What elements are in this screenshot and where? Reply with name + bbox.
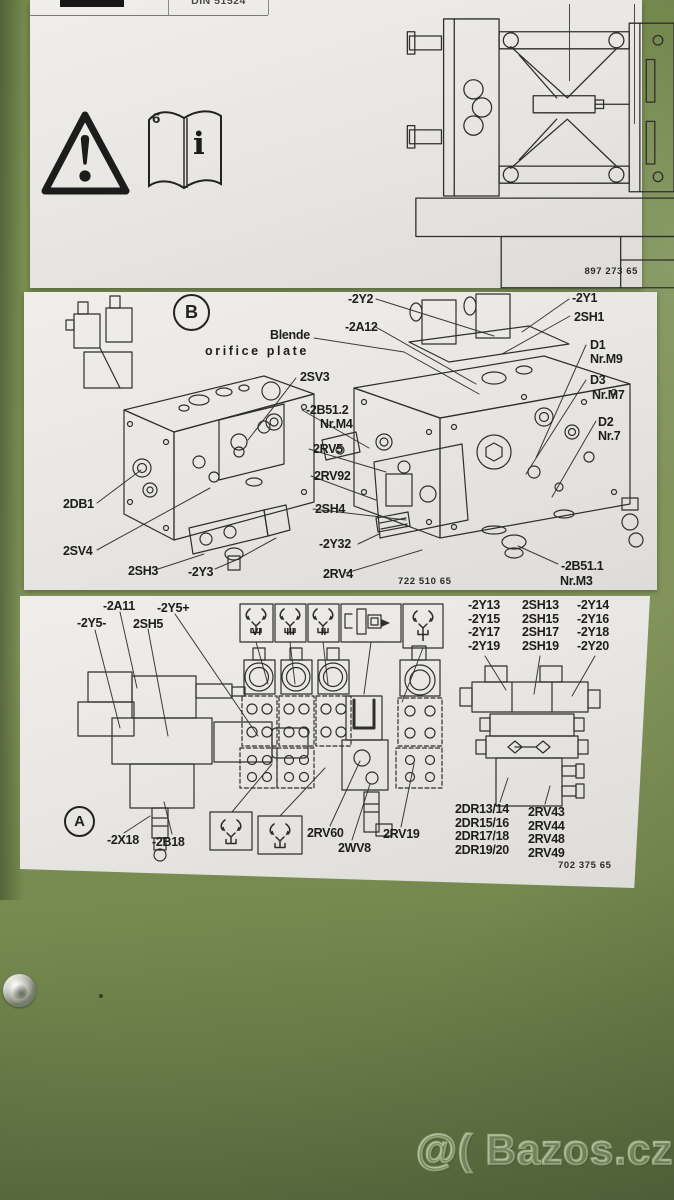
grid-label: 2RV43 <box>528 805 565 819</box>
left-valve-block <box>65 295 315 571</box>
callout-2b51-2: -2B51.2 <box>306 403 349 417</box>
grid-label: 2RV49 <box>528 845 565 860</box>
torn-label-remnant: DIN 51524 <box>30 0 269 16</box>
callout-d1: D1 <box>590 338 606 352</box>
valve-block-drawing-b <box>65 293 644 574</box>
sticker-top: DIN 51524 6 i <box>30 0 674 289</box>
grid-label: -2Y19 <box>468 638 500 653</box>
callout-2a12: -2A12 <box>345 320 378 334</box>
grid-label: 2DR15/16 <box>455 815 509 830</box>
callout-2y5-minus: -2Y5- <box>77 616 107 630</box>
grid-label: 2SH19 <box>522 638 559 653</box>
drawing-part-number: 702 375 65 <box>558 860 612 871</box>
callout-blende: Blende <box>270 328 310 342</box>
callout-2y5-plus: -2Y5+ <box>157 601 190 615</box>
callout-2a11: -2A11 <box>103 599 135 613</box>
drawing-part-number: 897 273 65 <box>584 266 638 277</box>
manual-book-icon <box>148 110 222 190</box>
callout-2b51-2-nr: Nr.M4 <box>320 417 353 431</box>
paint-speck <box>99 994 103 998</box>
callout-d3: D3 <box>590 373 606 387</box>
drawing-part-number: 722 510 65 <box>398 576 452 587</box>
symbol-boxes-small <box>209 811 303 855</box>
callout-2y1: -2Y1 <box>572 291 598 305</box>
leader-lines-b <box>96 298 597 574</box>
callout-2db1: 2DB1 <box>63 497 94 511</box>
grid-label: 2RV44 <box>528 818 565 833</box>
callout-2sh1: 2SH1 <box>574 310 605 324</box>
torn-label-cell: DIN 51524 <box>168 0 269 15</box>
grid-label: 2RV48 <box>528 832 565 846</box>
grid-label: -2Y17 <box>468 625 500 639</box>
callout-orifice-plate: orifice plate <box>205 344 309 358</box>
bazos-watermark: @( Bazos.cz <box>415 1125 674 1174</box>
grid-label: 2DR17/18 <box>455 829 509 843</box>
valve-grid-col2: 2RV43 2RV44 2RV48 2RV49 <box>528 805 565 860</box>
symbol-label-iii: III <box>286 627 295 638</box>
callout-2sv3: 2SV3 <box>300 370 330 384</box>
book-chapter-number: 6 <box>152 110 161 127</box>
callout-2rv92: 2RV92 <box>314 469 351 483</box>
grid-label: 2SH17 <box>522 625 559 639</box>
callout-2wv8: 2WV8 <box>338 841 371 855</box>
solenoid-grid-col2: 2SH13 2SH15 2SH17 2SH19 <box>522 598 559 653</box>
solenoid-grid-col3: -2Y14 -2Y16 -2Y18 -2Y20 <box>577 598 609 653</box>
callout-d2: D2 <box>598 415 614 429</box>
callout-d3-nr: Nr.M7 <box>592 388 625 402</box>
grid-label: -2Y20 <box>577 638 609 653</box>
grid-label: 2DR13/14 <box>455 802 509 816</box>
warning-triangle-icon <box>41 111 130 195</box>
right-valve-block <box>353 293 644 559</box>
callout-2sh3: 2SH3 <box>128 564 159 578</box>
callout-2rv4: 2RV4 <box>323 567 353 581</box>
section-badge-b: B <box>173 294 210 331</box>
left-solenoid-valve <box>77 671 309 862</box>
hydraulic-symbol-boxes <box>239 603 444 649</box>
orifice-plate-piece <box>321 431 361 461</box>
grid-label: -2Y13 <box>468 598 500 612</box>
callout-2sh5: 2SH5 <box>133 617 164 631</box>
callout-2sh4: 2SH4 <box>315 502 346 516</box>
grid-label: 2DR19/20 <box>455 842 509 857</box>
callout-2rv19: 2RV19 <box>383 827 420 841</box>
callout-2rv5: 2RV5 <box>313 442 343 456</box>
callout-2b51-1-nr: Nr.M3 <box>560 574 593 588</box>
cartridge-valve-modules <box>239 645 443 789</box>
solenoid-grid-col1: -2Y13 -2Y15 -2Y17 -2Y19 <box>468 598 500 653</box>
grid-label: -2Y14 <box>577 598 609 612</box>
valve-grid-col1: 2DR13/14 2DR15/16 2DR17/18 2DR19/20 <box>455 802 509 857</box>
clamping-unit-drawing <box>406 4 674 289</box>
valve-assembly-drawing-a <box>77 603 601 862</box>
callout-d1-nr: Nr.M9 <box>590 352 623 366</box>
grid-label: 2SH15 <box>522 611 559 626</box>
callout-2sv4: 2SV4 <box>63 544 93 558</box>
torn-label-text: DIN 51524 <box>191 0 246 7</box>
callout-2y32: -2Y32 <box>319 537 351 551</box>
panel-screw <box>3 974 36 1007</box>
sticker-hydraulic-a: A -2A11 -2Y5+ -2Y5- 2SH5 -2X18 -2B18 2RV… <box>20 596 650 888</box>
pilot-valve-cluster <box>373 443 469 539</box>
torn-black-label <box>60 0 124 7</box>
symbol-label-ii: II <box>320 627 327 638</box>
sticker-hydraulic-b: B -2Y2 -2Y1 2SH1 -2A12 Blende orifice pl… <box>24 292 657 590</box>
callout-2rv60: 2RV60 <box>307 826 344 840</box>
callout-2x18: -2X18 <box>107 833 139 847</box>
callout-2b18: -2B18 <box>152 835 185 849</box>
callout-2y2: -2Y2 <box>348 292 374 306</box>
callout-d2-nr: Nr.7 <box>598 429 621 443</box>
info-icon: i <box>193 126 205 162</box>
grid-label: -2Y15 <box>468 611 500 626</box>
grid-label: -2Y18 <box>577 625 609 639</box>
leader-lines-a <box>94 611 596 841</box>
section-badge-a: A <box>64 806 95 837</box>
callout-2y3: -2Y3 <box>188 565 214 579</box>
symbol-label-i: I <box>421 633 425 644</box>
grid-label: 2SH13 <box>522 598 559 612</box>
right-valve-stack <box>459 665 601 807</box>
center-manifold <box>341 695 393 837</box>
grid-label: -2Y16 <box>577 611 609 626</box>
symbol-label-vi: VI <box>251 627 262 638</box>
callout-2b51-1: -2B51.1 <box>561 559 604 573</box>
